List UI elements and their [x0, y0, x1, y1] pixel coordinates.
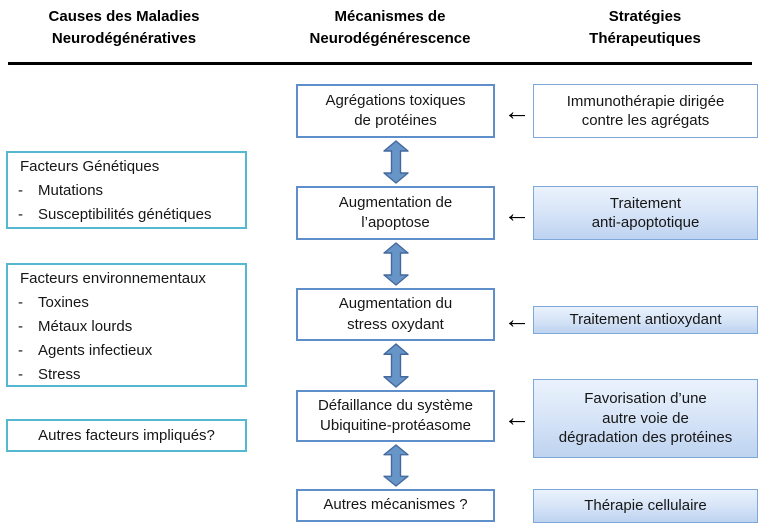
bullet-text: Toxines — [38, 294, 89, 311]
strategy-box-cell-therapy: Thérapie cellulaire — [533, 489, 758, 523]
causes-genetic-box: Facteurs Génétiques - Mutations - Suscep… — [6, 151, 247, 229]
strategy-box-degradation-pathway: Favorisation d’une autre voie de dégrada… — [533, 379, 758, 458]
strategy-box-immunotherapy: Immunothérapie dirigée contre les agréga… — [533, 84, 758, 138]
causes-environmental-title: Facteurs environnementaux — [20, 270, 206, 287]
double-vertical-arrow-icon — [383, 242, 409, 286]
bullet-text: Métaux lourds — [38, 318, 133, 335]
bullet-item: - Agents infectieux — [12, 339, 241, 363]
causes-environmental-box: Facteurs environnementaux - Toxines - Mé… — [6, 263, 247, 387]
left-arrow-icon: ← — [503, 401, 531, 432]
mechanism-box-ubiquitin: Défaillance du système Ubiquitine-protéa… — [296, 390, 495, 442]
causes-other-box: Autres facteurs impliqués? — [6, 419, 247, 452]
left-arrow-icon: ← — [503, 303, 531, 334]
causes-genetic-title: Facteurs Génétiques — [20, 158, 160, 175]
double-vertical-arrow-icon — [383, 140, 409, 184]
bullet-dash: - — [18, 206, 23, 223]
bullet-text: Agents infectieux — [38, 342, 153, 359]
mechanism-box-oxidative-stress: Augmentation du stress oxydant — [296, 288, 495, 341]
bullet-item: - Susceptibilités génétiques — [12, 203, 241, 227]
causes-other-text: Autres facteurs impliqués? — [38, 426, 215, 444]
mechanism-box-aggregation: Agrégations toxiques de protéines — [296, 84, 495, 138]
bullet-item: - Métaux lourds — [12, 315, 241, 339]
bullet-text: Stress — [38, 366, 81, 383]
column-header-strategies: Stratégies Thérapeutiques — [589, 8, 701, 47]
left-arrow-icon: ← — [503, 197, 531, 228]
strategy-box-antioxidant: Traitement antioxydant — [533, 306, 758, 334]
bullet-dash: - — [18, 182, 23, 199]
bullet-dash: - — [18, 318, 23, 335]
bullet-dash: - — [18, 366, 23, 383]
bullet-dash: - — [18, 342, 23, 359]
left-arrow-icon: ← — [503, 95, 531, 126]
header-divider — [8, 62, 752, 65]
bullet-dash: - — [18, 294, 23, 311]
bullet-item: - Stress — [12, 363, 241, 387]
bullet-item: - Mutations — [12, 179, 241, 203]
double-vertical-arrow-icon — [383, 343, 409, 388]
column-header-mechanisms: Mécanismes de Neurodégénérescence — [309, 8, 471, 47]
column-header-causes: Causes des Maladies Neurodégénératives — [48, 8, 200, 47]
strategy-box-anti-apoptotic: Traitement anti-apoptotique — [533, 186, 758, 240]
double-vertical-arrow-icon — [383, 444, 409, 487]
mechanism-box-other: Autres mécanismes ? — [296, 489, 495, 522]
bullet-text: Mutations — [38, 182, 104, 199]
bullet-item: - Toxines — [12, 291, 241, 315]
mechanism-box-apoptosis: Augmentation de l’apoptose — [296, 186, 495, 240]
bullet-text: Susceptibilités génétiques — [38, 206, 212, 223]
